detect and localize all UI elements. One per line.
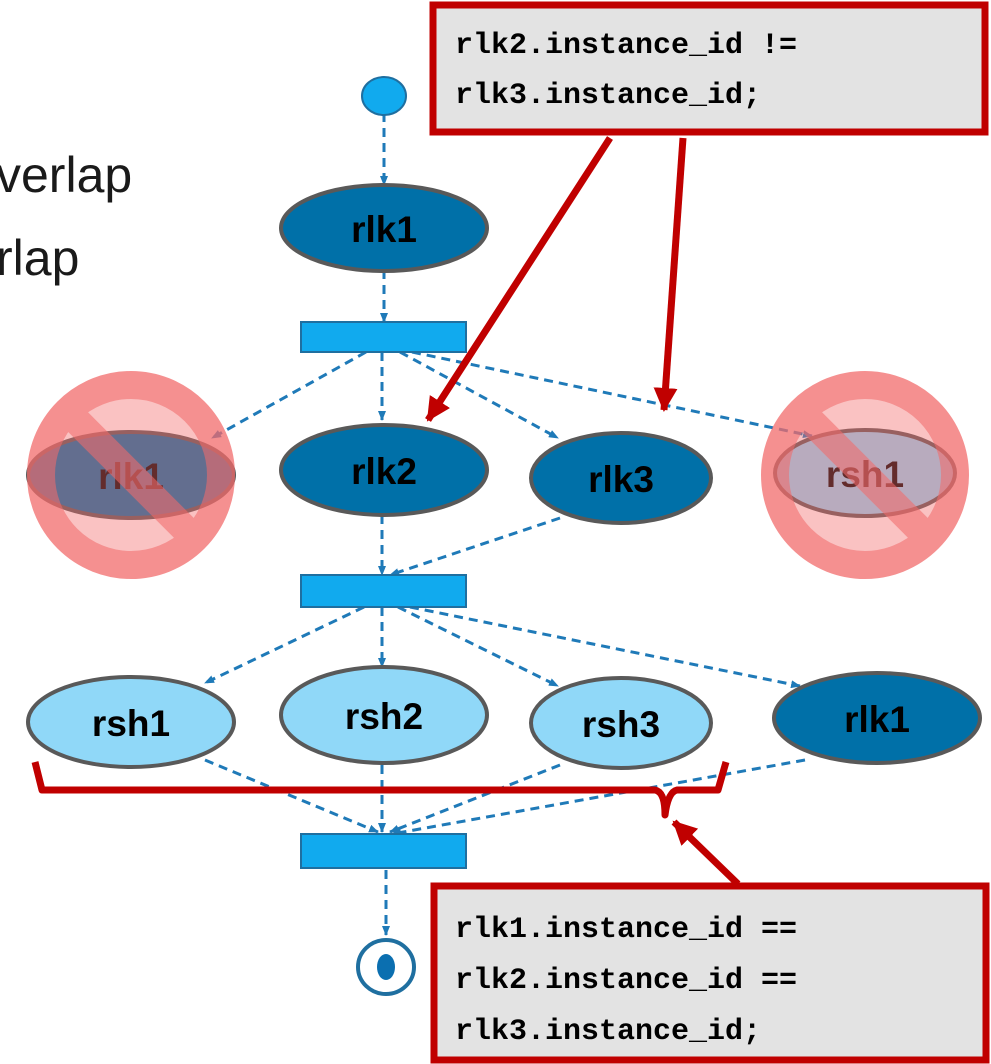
node-rlk1-bottom: rlk1 xyxy=(772,671,982,765)
callout-bottom: rlk1.instance_id == rlk2.instance_id == … xyxy=(430,882,990,1064)
node-rsh3-label: rsh3 xyxy=(582,704,660,745)
callout-top-line-2: rlk3.instance_id; xyxy=(455,79,761,113)
fork-bar-2 xyxy=(300,574,467,608)
node-rlk2: rlk2 xyxy=(279,423,489,517)
fork-bar-1 xyxy=(300,321,467,353)
callout-bottom-line-2: rlk2.instance_id == xyxy=(455,964,797,998)
node-rlk1-top-label: rlk1 xyxy=(351,209,417,250)
node-rsh3: rsh3 xyxy=(529,676,713,770)
node-rsh1-label: rsh1 xyxy=(92,703,170,744)
join-bar-3 xyxy=(300,833,467,869)
node-rlk1-top: rlk1 xyxy=(279,183,489,273)
connector-rlk3-bar2 xyxy=(389,516,561,577)
node-rsh2: rsh2 xyxy=(279,665,489,765)
connector-rsh1-bar3 xyxy=(204,758,379,834)
connector-bar2-rlk1 xyxy=(409,605,801,689)
connector-rsh3-bar3 xyxy=(389,763,561,834)
connector-bar1-rlk1-forbidden xyxy=(211,350,367,440)
node-rlk3: rlk3 xyxy=(529,431,713,525)
start-node xyxy=(361,76,407,116)
connectors xyxy=(204,113,813,936)
node-rsh1: rsh1 xyxy=(26,675,236,769)
callout-bottom-line-1: rlk1.instance_id == xyxy=(455,913,797,947)
connector-bar1-rsh1-forbidden xyxy=(411,350,813,439)
callout-arrow-to-bracket xyxy=(671,819,741,887)
callout-top-line-1: rlk2.instance_id != xyxy=(455,29,797,63)
prohibited-icon-right xyxy=(761,371,969,579)
group-bracket xyxy=(31,761,730,819)
callout-arrow-to-rlk3 xyxy=(653,137,687,412)
prohibited-icon-left xyxy=(27,371,235,579)
node-rlk2-label: rlk2 xyxy=(351,451,417,492)
background-text-2: rlap xyxy=(0,230,79,286)
connector-rlk1-bar3 xyxy=(391,758,806,837)
background-text-1: verlap xyxy=(0,147,132,203)
callout-top: rlk2.instance_id != rlk3.instance_id; xyxy=(429,1,989,136)
callout-bottom-line-3: rlk3.instance_id; xyxy=(455,1015,761,1049)
callout-arrow-to-rlk2 xyxy=(425,136,613,422)
node-rlk1-bottom-label: rlk1 xyxy=(844,699,910,740)
node-rsh2-label: rsh2 xyxy=(345,696,423,737)
node-rlk3-label: rlk3 xyxy=(588,459,654,500)
end-node xyxy=(356,938,416,996)
